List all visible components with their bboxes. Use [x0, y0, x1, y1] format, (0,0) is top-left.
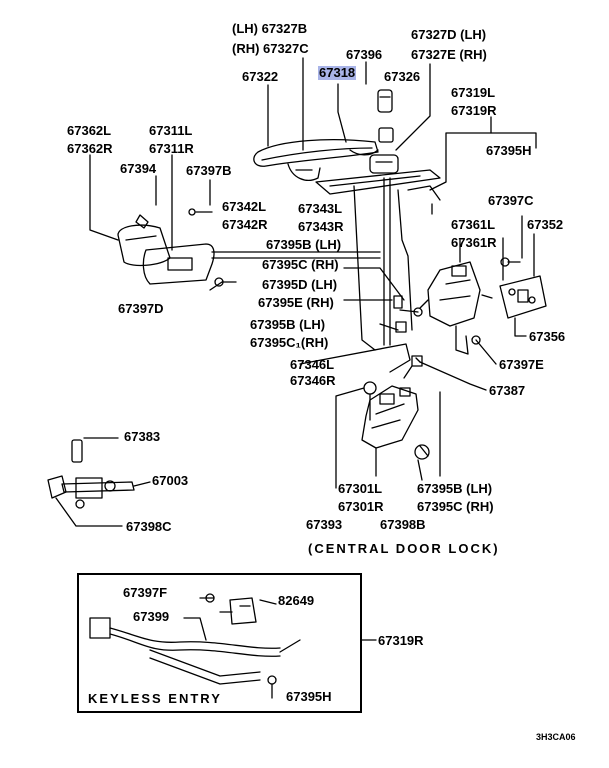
label-67362l: 67362L: [67, 123, 112, 138]
diagram-code: 3H3CA06: [536, 732, 576, 742]
label-67311l: 67311L: [149, 123, 193, 138]
label-67361l: 67361L: [451, 217, 496, 232]
label-67395h-inset: 67395H: [286, 689, 332, 704]
label-67395c-rh-1: 67395C (RH): [262, 257, 339, 272]
label-67003: 67003: [152, 473, 189, 488]
label-67396: 67396: [346, 47, 383, 62]
label-67394: 67394: [120, 161, 157, 176]
keyless-entry-harness-drawing: [89, 593, 377, 699]
label-67393: 67393: [306, 517, 343, 532]
label-67319r: 67319R: [451, 103, 497, 118]
label-67395h-top: 67395H: [486, 143, 532, 158]
label-67342l: 67342L: [222, 199, 267, 214]
label-67383: 67383: [124, 429, 161, 444]
label-67356: 67356: [529, 329, 566, 344]
label-67397f: 67397F: [123, 585, 168, 600]
label-67399: 67399: [133, 609, 170, 624]
label-67397d: 67397D: [118, 301, 164, 316]
label-67311r: 67311R: [149, 141, 194, 156]
label-67318: 67318: [318, 65, 357, 80]
label-67301r: 67301R: [338, 499, 384, 514]
label-67361r: 67361R: [451, 235, 497, 250]
label-67346l: 67346L: [290, 357, 335, 372]
label-67327d: 67327D (LH): [411, 27, 487, 42]
label-67319l: 67319L: [451, 85, 496, 100]
latch-rods-drawing: [315, 169, 441, 351]
keyless-entry-inset-frame: [77, 573, 362, 713]
label-67362r: 67362R: [67, 141, 113, 156]
label-67387: 67387: [489, 383, 526, 398]
striker-drawing: [471, 215, 547, 365]
label-67327c: (RH) 67327C: [232, 41, 309, 56]
screws-drawing: [135, 175, 237, 291]
inside-handle-drawing: [89, 154, 381, 285]
label-67319r-inset: 67319R: [378, 633, 424, 648]
central-lock-actuator-drawing: [335, 365, 441, 489]
label-67326: 67326: [384, 69, 421, 84]
key-cylinder-drawing: [377, 89, 394, 143]
label-67398b: 67398B: [380, 517, 426, 532]
label-67397e: 67397E: [499, 357, 544, 372]
label-67397c: 67397C: [488, 193, 534, 208]
label-67395d-lh: 67395D (LH): [262, 277, 338, 292]
label-67343r: 67343R: [298, 219, 344, 234]
label-67342r: 67342R: [222, 217, 268, 232]
label-67322: 67322: [242, 69, 279, 84]
central-door-lock-caption: (CENTRAL DOOR LOCK): [308, 541, 500, 556]
label-67301l: 67301L: [338, 481, 383, 496]
label-67327e: 67327E (RH): [411, 47, 487, 62]
label-67395b-lh-3: 67395B (LH): [417, 481, 493, 496]
outside-handle-drawing: [253, 139, 399, 181]
label-67343l: 67343L: [298, 201, 343, 216]
keyless-entry-caption: KEYLESS ENTRY: [88, 691, 222, 706]
label-67397b: 67397B: [186, 163, 232, 178]
label-67346r: 67346R: [290, 373, 336, 388]
label-67352: 67352: [527, 217, 564, 232]
label-67395c1-rh: 67395C₁(RH): [250, 335, 329, 350]
label-67395c-rh-3: 67395C (RH): [417, 499, 494, 514]
label-67395b-lh-2: 67395B (LH): [250, 317, 326, 332]
door-check-drawing: [47, 437, 151, 527]
label-67327b: (LH) 67327B: [232, 21, 308, 36]
label-82649: 82649: [278, 593, 315, 608]
label-67395b-lh-1: 67395B (LH): [266, 237, 342, 252]
label-67398c: 67398C: [126, 519, 172, 534]
door-lock-actuator-drawing: [399, 237, 504, 355]
label-67395e-rh: 67395E (RH): [258, 295, 334, 310]
